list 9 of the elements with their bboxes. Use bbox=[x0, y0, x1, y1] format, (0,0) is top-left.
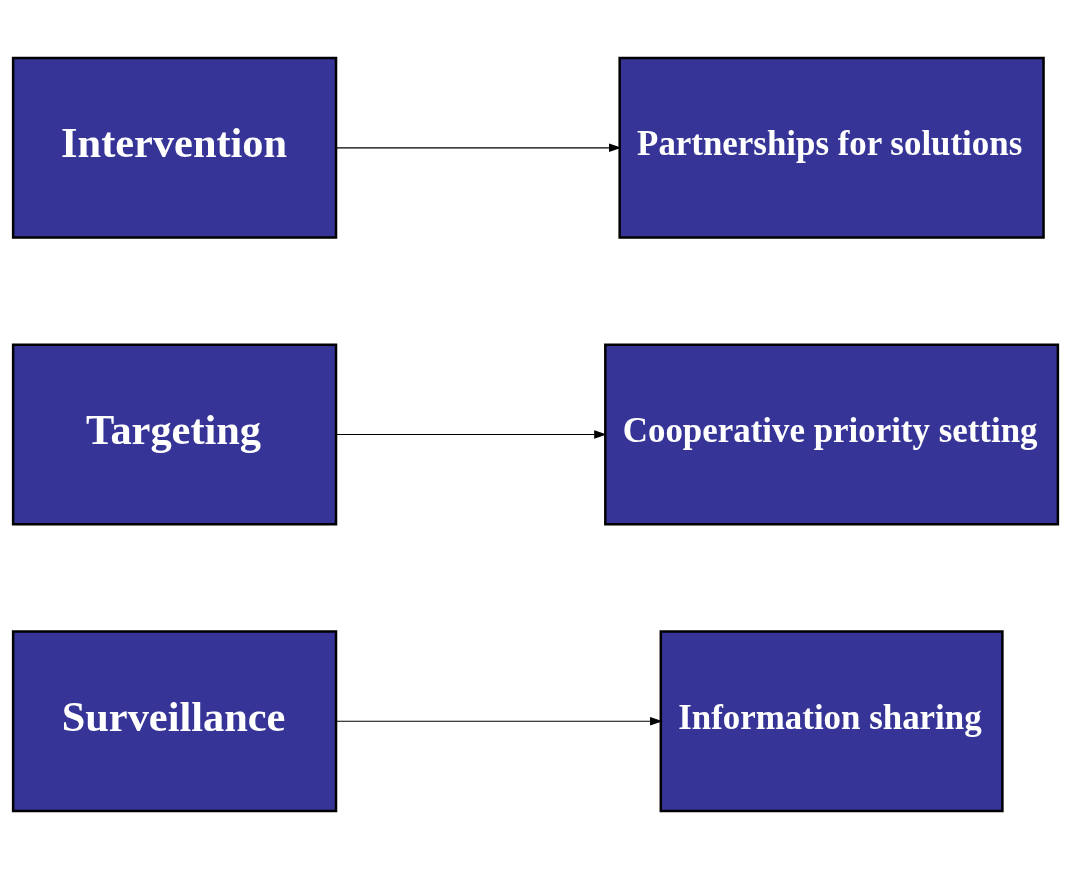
arrow bbox=[335, 430, 607, 439]
node-box: Cooperative priority setting bbox=[604, 343, 1060, 526]
node-box: Partnerships for solutions bbox=[618, 56, 1045, 239]
node-box: Surveillance bbox=[11, 630, 338, 813]
arrow bbox=[335, 716, 663, 726]
node-box: Targeting bbox=[11, 343, 338, 526]
arrow bbox=[335, 143, 622, 153]
node-box: Intervention bbox=[11, 56, 338, 239]
node-box: Information sharing bbox=[659, 630, 1004, 813]
